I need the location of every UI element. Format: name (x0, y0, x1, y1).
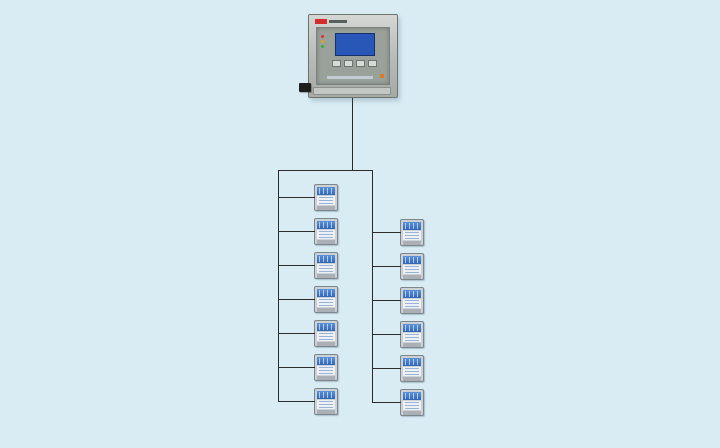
detector-label (403, 367, 421, 376)
side-sounder (299, 83, 311, 92)
controller-base (313, 87, 391, 95)
detector-label (317, 366, 335, 375)
panel-button (332, 60, 341, 67)
detector-label (317, 196, 335, 205)
bus-line-main-drop (352, 96, 353, 170)
detector-label (403, 265, 421, 274)
detector-display (317, 391, 335, 399)
alarm-led (321, 35, 324, 38)
detector-display (317, 221, 335, 229)
detector-label (403, 333, 421, 342)
gas-detector (278, 388, 338, 415)
detector-terminal (317, 206, 335, 210)
detector-display (403, 222, 421, 230)
detector-column-left (278, 184, 338, 415)
detector-terminal (403, 241, 421, 245)
detector-display (403, 358, 421, 366)
panel-button (368, 60, 377, 67)
power-led (321, 45, 324, 48)
detector-label (403, 299, 421, 308)
bus-line-horizontal (278, 170, 373, 171)
alarm-controller (308, 14, 398, 98)
detector-terminal (403, 411, 421, 415)
detector-display (403, 392, 421, 400)
detector-display (317, 289, 335, 297)
fault-led (321, 40, 324, 43)
brand-logo (315, 19, 347, 24)
detector-label (403, 401, 421, 410)
detector-label (317, 264, 335, 273)
reset-key-indicator (380, 74, 384, 78)
detector-display (317, 187, 335, 195)
detector-display (317, 255, 335, 263)
gas-detector (278, 252, 338, 279)
detector-terminal (317, 308, 335, 312)
detector-display (403, 290, 421, 298)
detector-label (317, 400, 335, 409)
gas-detector (278, 218, 338, 245)
detector-terminal (403, 343, 421, 347)
detector-terminal (317, 274, 335, 278)
detector-label (317, 230, 335, 239)
detector-terminal (317, 240, 335, 244)
detector-column-right (372, 219, 424, 416)
panel-button (356, 60, 365, 67)
bus-line-left (278, 170, 279, 402)
detector-display (403, 324, 421, 332)
detector-terminal (317, 376, 335, 380)
detector-terminal (317, 342, 335, 346)
detector-terminal (317, 410, 335, 414)
detector-terminal (403, 275, 421, 279)
detector-label (317, 332, 335, 341)
gas-detector (372, 355, 424, 382)
detector-display (317, 323, 335, 331)
detector-terminal (403, 377, 421, 381)
controller-front-panel (316, 27, 390, 85)
gas-detector (372, 253, 424, 280)
status-indicator-lights (321, 35, 324, 48)
bus-line-right (372, 170, 373, 403)
gas-detector (372, 287, 424, 314)
gas-detector (278, 354, 338, 381)
detector-display (403, 256, 421, 264)
detector-display (317, 357, 335, 365)
gas-detector (278, 286, 338, 313)
gas-detector (372, 389, 424, 416)
gas-detector (278, 320, 338, 347)
lcd-screen (335, 33, 375, 56)
gas-detector (372, 219, 424, 246)
gas-detector (372, 321, 424, 348)
model-label (327, 76, 373, 79)
gas-detector (278, 184, 338, 211)
panel-button (344, 60, 353, 67)
control-buttons (332, 60, 377, 67)
detector-label (403, 231, 421, 240)
detector-terminal (403, 309, 421, 313)
detector-label (317, 298, 335, 307)
